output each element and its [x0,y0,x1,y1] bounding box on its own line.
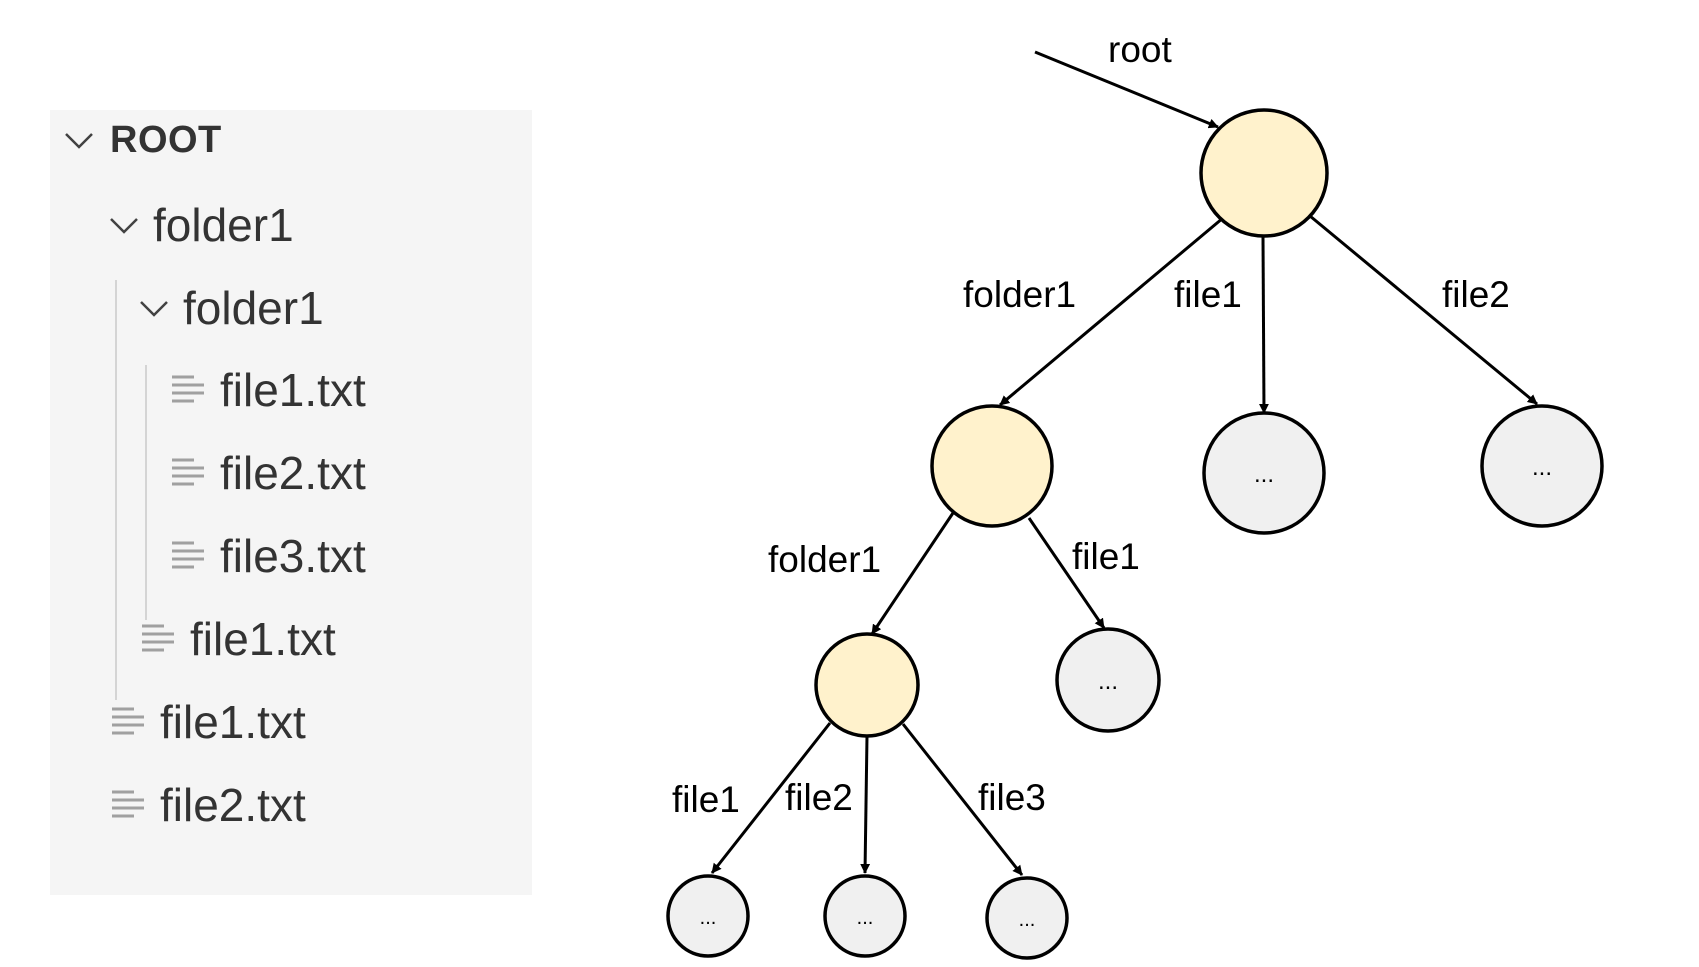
tree-item-file[interactable]: file3.txt [172,526,366,586]
edge-root-folder1 [999,216,1224,407]
root-pointer-arrow [1034,50,1219,129]
edge-label: file3 [978,777,1046,818]
edge-sub-file1 [1027,517,1106,629]
tree-item-file[interactable]: file1.txt [112,692,306,752]
text-file-icon [172,541,220,571]
edge-leaf-file1 [710,722,832,874]
indent-guide [115,280,117,700]
file-explorer-panel: ROOT folder1 folder1 file1.txt file2.txt… [50,110,532,895]
tree-item-file[interactable]: file2.txt [112,775,306,835]
edge-leaf-file3 [901,723,1024,876]
tree-item-label: folder1 [153,199,294,251]
tree-item-folder[interactable]: folder1 [105,195,294,255]
edge-label: folder1 [768,539,881,580]
chevron-down-icon[interactable] [60,125,98,155]
node-placeholder: ... [1098,668,1118,695]
edge-root-file1 [1258,236,1269,414]
text-file-icon [172,458,220,488]
text-file-icon [112,707,160,737]
tree-item-label: file2.txt [160,779,306,831]
text-file-icon [172,375,220,405]
edge-sub-folder1 [870,512,955,635]
tree-node-file [1480,404,1604,528]
edge-label: file1 [1174,274,1242,315]
node-placeholder: ... [1019,909,1036,931]
edge-root-file2 [1309,214,1538,406]
tree-item-label: file3.txt [220,530,366,582]
node-placeholder: ... [1254,461,1274,488]
tree-node-file [985,876,1069,960]
tree-item-label: file2.txt [220,447,366,499]
tree-node-directory [814,632,920,738]
tree-node-file [1055,627,1161,733]
node-placeholder: ... [857,907,874,929]
root-label: root [1108,29,1172,70]
tree-node-file [823,874,907,958]
tree-item-label: file1.txt [220,364,366,416]
tree-item-label: ROOT [110,118,222,161]
edge-label: file1 [672,779,740,820]
text-file-icon [142,624,190,654]
tree-node-directory [930,404,1054,528]
chevron-down-icon[interactable] [135,293,173,323]
edge-label: folder1 [963,274,1076,315]
tree-item-label: file1.txt [160,696,306,748]
tree-item-file[interactable]: file1.txt [172,360,366,420]
indent-guide [145,365,147,620]
tree-item-folder[interactable]: folder1 [135,278,324,338]
node-placeholder: ... [1532,454,1552,481]
tree-item-label: file1.txt [190,613,336,665]
node-placeholder: ... [700,907,717,929]
tree-item-file[interactable]: file1.txt [142,609,336,669]
tree-node-directory [1199,108,1329,238]
text-file-icon [112,790,160,820]
tree-item-label: folder1 [183,282,324,334]
tree-node-file [666,874,750,958]
tree-item-root[interactable]: ROOT [60,110,222,170]
chevron-down-icon[interactable] [105,210,143,240]
edge-label: file2 [1442,274,1510,315]
edge-label: file1 [1072,536,1140,577]
tree-node-file [1202,411,1326,535]
edge-leaf-file2 [860,735,871,874]
tree-item-file[interactable]: file2.txt [172,443,366,503]
edge-label: file2 [785,777,853,818]
